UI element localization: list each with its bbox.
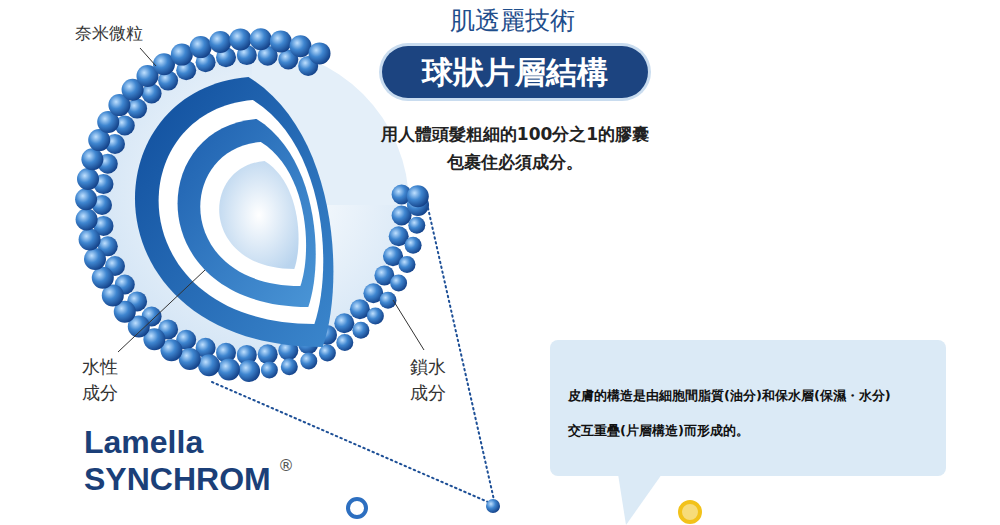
registered-mark: ® xyxy=(278,456,294,475)
nano-beads xyxy=(75,28,429,382)
nano-bead xyxy=(190,36,212,58)
ring-icon xyxy=(680,502,700,522)
nano-bead xyxy=(84,248,106,270)
nano-bead xyxy=(238,360,260,382)
nano-bead xyxy=(79,229,101,251)
brand-name: Lamella SYNCHROM xyxy=(84,424,280,498)
nano-bead xyxy=(408,217,425,234)
bead-dot xyxy=(486,499,500,513)
layer-outer xyxy=(135,77,333,347)
nano-bead xyxy=(76,209,98,231)
nano-bead xyxy=(270,31,292,53)
layer-middle xyxy=(178,119,316,307)
banner-pill: 球狀片層結構 xyxy=(382,46,648,98)
part-label: 水性 成分 xyxy=(82,354,125,406)
nano-bead xyxy=(81,148,103,170)
nano-bead xyxy=(407,185,429,207)
nano-bead xyxy=(171,44,193,66)
nano-bead xyxy=(380,292,397,309)
nano-bead xyxy=(261,362,278,379)
leader-line xyxy=(118,270,205,352)
title: 肌透麗技術 xyxy=(450,6,575,36)
nano-bead xyxy=(92,267,114,289)
leader-line xyxy=(140,48,156,66)
nano-bead xyxy=(127,99,147,119)
nano-bead xyxy=(350,299,370,319)
nano-bead xyxy=(198,354,220,376)
nano-bead xyxy=(281,358,298,375)
nano-bead xyxy=(258,344,278,364)
nano-bead xyxy=(300,353,317,370)
ring-icon xyxy=(348,499,366,517)
dotted-line xyxy=(428,208,494,500)
bubble-tail xyxy=(618,474,662,525)
nano-bead xyxy=(334,313,354,333)
layer-water-inner xyxy=(200,142,306,286)
nano-bead xyxy=(77,168,99,190)
nano-bead xyxy=(218,358,240,380)
nano-bead xyxy=(229,28,251,50)
nano-bead xyxy=(390,274,407,291)
nano-bead xyxy=(336,334,353,351)
nano-bead xyxy=(405,237,422,254)
node-text: 皮膚的構造是由細胞間脂質(油分)和保水層(保濕・水分) 交互重疊(片層構造)而形… xyxy=(568,378,930,448)
node-text: 球狀片層結構 xyxy=(422,52,608,92)
nano-bead xyxy=(352,322,369,339)
nano-bead xyxy=(367,308,384,325)
part-label: 奈米微粒 xyxy=(75,22,143,45)
nano-bead xyxy=(209,31,231,53)
layer-core xyxy=(219,161,298,269)
part-label: 鎖水 成分 xyxy=(410,354,453,406)
nano-bead xyxy=(75,188,97,210)
nano-bead xyxy=(309,42,331,64)
leader-line xyxy=(393,300,424,350)
nano-bead xyxy=(250,28,272,50)
description-text: 用人體頭髮粗細的100分之1的膠囊 包裹住必須成分。 xyxy=(350,120,680,176)
nano-bead xyxy=(290,35,312,57)
speech-bubble: 皮膚的構造是由細胞間脂質(油分)和保水層(保濕・水分) 交互重疊(片層構造)而形… xyxy=(550,340,946,476)
nano-bead xyxy=(399,256,416,273)
